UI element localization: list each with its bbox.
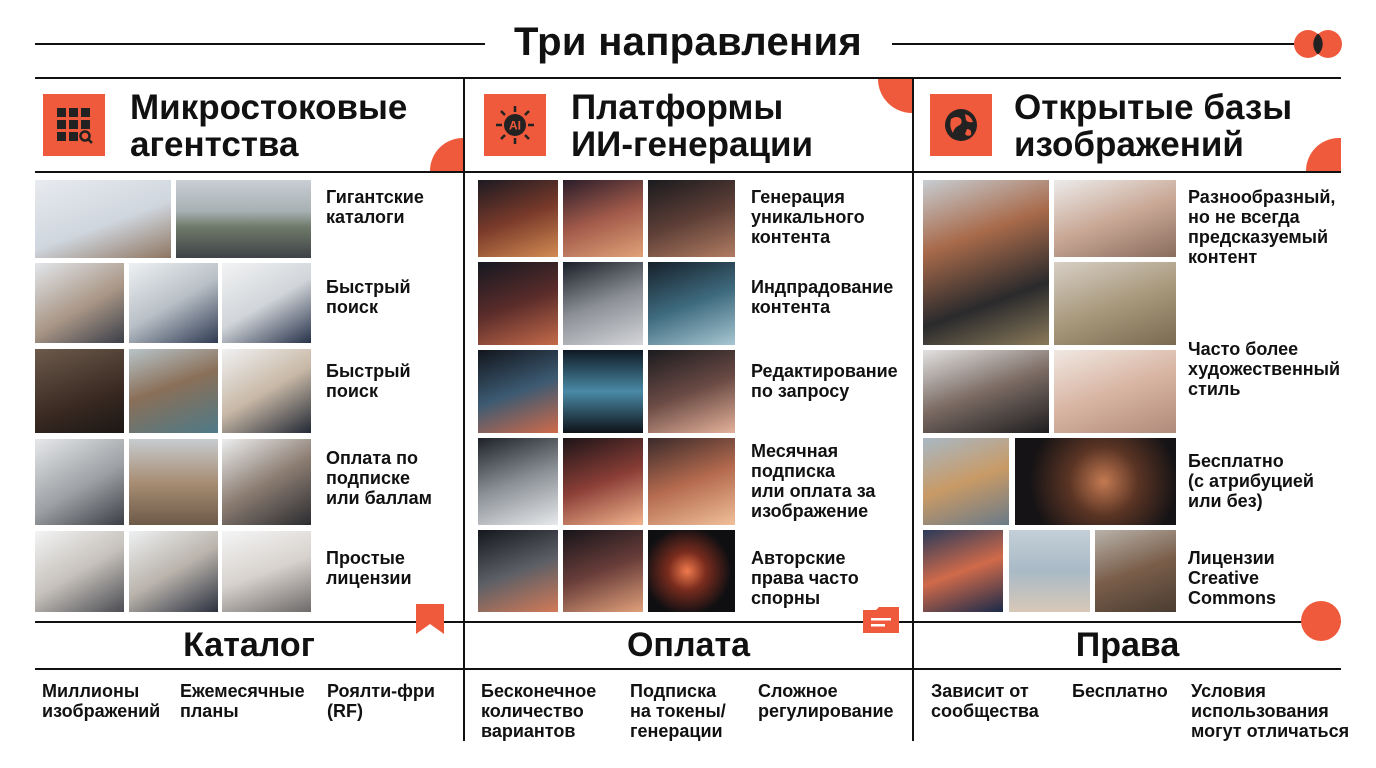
grid-divider-2 xyxy=(912,77,914,741)
photo-ai-corridor xyxy=(563,350,643,433)
detail-1-3: Роялти-фри (RF) xyxy=(327,681,435,721)
column-1-icon xyxy=(43,94,105,156)
feature-1-4: Оплата по подписке или баллам xyxy=(326,448,432,508)
feature-2-5: Авторские права часто спорны xyxy=(751,548,859,608)
photo-artistic-bw xyxy=(923,350,1049,433)
bottom-title-payment: Оплата xyxy=(626,626,751,664)
photo-ai-planet xyxy=(563,438,643,525)
page-title: Три направления xyxy=(0,20,1376,65)
grid-header-rule xyxy=(35,171,1341,173)
svg-text:AI: AI xyxy=(509,119,521,133)
photo-ai-cyborg xyxy=(478,350,558,433)
photo-ai-vehicle xyxy=(648,350,735,433)
bottom-title-catalog: Каталог xyxy=(183,626,315,664)
feature-3-4: Лицензии Creative Commons xyxy=(1188,548,1277,608)
photo-ai-astronaut xyxy=(563,530,643,612)
detail-1-2: Ежемесячные планы xyxy=(180,681,305,721)
photo-meeting-2 xyxy=(129,263,218,343)
photo-woman-field xyxy=(923,180,1049,345)
feature-2-2: Индпрадование контента xyxy=(751,277,894,317)
photo-desert xyxy=(129,439,218,525)
brand-logo-icon xyxy=(1294,30,1342,58)
photo-woman-smiling xyxy=(222,531,311,612)
bookmark-icon xyxy=(416,604,444,634)
photo-ai-robot-1 xyxy=(478,262,558,345)
feature-2-4: Месячная подписка или оплата за изображе… xyxy=(751,441,876,521)
photo-handshake-desk xyxy=(222,349,311,433)
photo-meeting-1 xyxy=(35,263,124,343)
photo-woman-dark xyxy=(1015,438,1176,525)
detail-2-2: Подписка на токены/ генерации xyxy=(630,681,726,741)
bottom-title-rights: Права xyxy=(1075,626,1180,664)
feature-3-2: Часто более художественный стиль xyxy=(1188,339,1341,399)
feature-1-3: Быстрый поиск xyxy=(326,361,411,401)
photo-team xyxy=(35,180,171,258)
photo-hands-art xyxy=(1054,180,1176,257)
grid-footer-rule xyxy=(35,668,1341,670)
corner-deco-2 xyxy=(878,79,912,113)
photo-ai-robot-4 xyxy=(478,530,558,612)
photo-ai-goddess xyxy=(563,180,643,257)
folder-icon xyxy=(863,607,899,633)
photo-ai-robot-3 xyxy=(648,262,735,345)
feature-3-1: Разнообразный, но не всегда предсказуемы… xyxy=(1188,187,1336,267)
photo-woman-sea xyxy=(1009,530,1090,612)
detail-3-2: Бесплатно xyxy=(1072,681,1168,701)
feature-3-3: Бесплатно (с атрибуцией или без) xyxy=(1188,451,1314,511)
photo-coast xyxy=(129,349,218,433)
feature-1-2: Быстрый поиск xyxy=(326,277,411,317)
feature-1-5: Простые лицензии xyxy=(326,548,412,588)
grid-bottom-rule xyxy=(35,621,1341,623)
photo-office-handshake xyxy=(129,531,218,612)
corner-deco-3 xyxy=(1306,138,1341,171)
detail-2-1: Бесконечное количество вариантов xyxy=(481,681,597,741)
grid-divider-1 xyxy=(463,77,465,741)
photo-ai-robot-2 xyxy=(563,262,643,345)
photo-ai-woman xyxy=(648,180,735,257)
ai-chip-icon: AI xyxy=(496,106,534,144)
photo-office-table xyxy=(35,531,124,612)
detail-1-1: Миллионы изображений xyxy=(42,681,161,721)
column-2-heading: Платформы ИИ-генерации xyxy=(571,88,814,164)
grid-search-icon xyxy=(57,108,93,144)
detail-3-1: Зависит от сообщества xyxy=(931,681,1039,721)
corner-deco-1 xyxy=(430,138,463,171)
photo-woman-portrait-2 xyxy=(1095,530,1176,612)
circle-deco xyxy=(1301,601,1341,641)
photo-abstract-hand xyxy=(1054,350,1176,433)
photo-woman-beach xyxy=(923,438,1009,525)
photo-ai-canyon xyxy=(648,438,735,525)
column-3-icon xyxy=(930,94,992,156)
photo-ai-butterfly xyxy=(478,180,558,257)
photo-office-man xyxy=(222,263,311,343)
photo-man-neon xyxy=(923,530,1003,612)
photo-woman-grass xyxy=(1054,262,1176,345)
photo-ai-android xyxy=(478,438,558,525)
title-rule-left xyxy=(35,43,485,45)
feature-2-3: Редактирование по запросу xyxy=(751,361,898,401)
column-1-heading: Микростоковые агентства xyxy=(130,88,408,164)
photo-woman-portrait xyxy=(35,349,124,433)
photo-man-laptop xyxy=(222,439,311,525)
title-rule-right xyxy=(892,43,1297,45)
grid-top-rule xyxy=(35,77,1341,79)
column-3-heading: Открытые базы изображений xyxy=(1014,88,1293,164)
globe-icon xyxy=(945,109,977,141)
photo-road xyxy=(176,180,311,258)
detail-3-3: Условия использования могут отличаться xyxy=(1191,681,1350,741)
photo-handshake xyxy=(35,439,124,525)
feature-1-1: Гигантские каталоги xyxy=(326,187,424,227)
photo-ai-abstract xyxy=(648,530,735,612)
detail-2-3: Сложное регулирование xyxy=(758,681,894,721)
feature-2-1: Генерация уникального контента xyxy=(751,187,865,247)
column-2-icon: AI xyxy=(484,94,546,156)
